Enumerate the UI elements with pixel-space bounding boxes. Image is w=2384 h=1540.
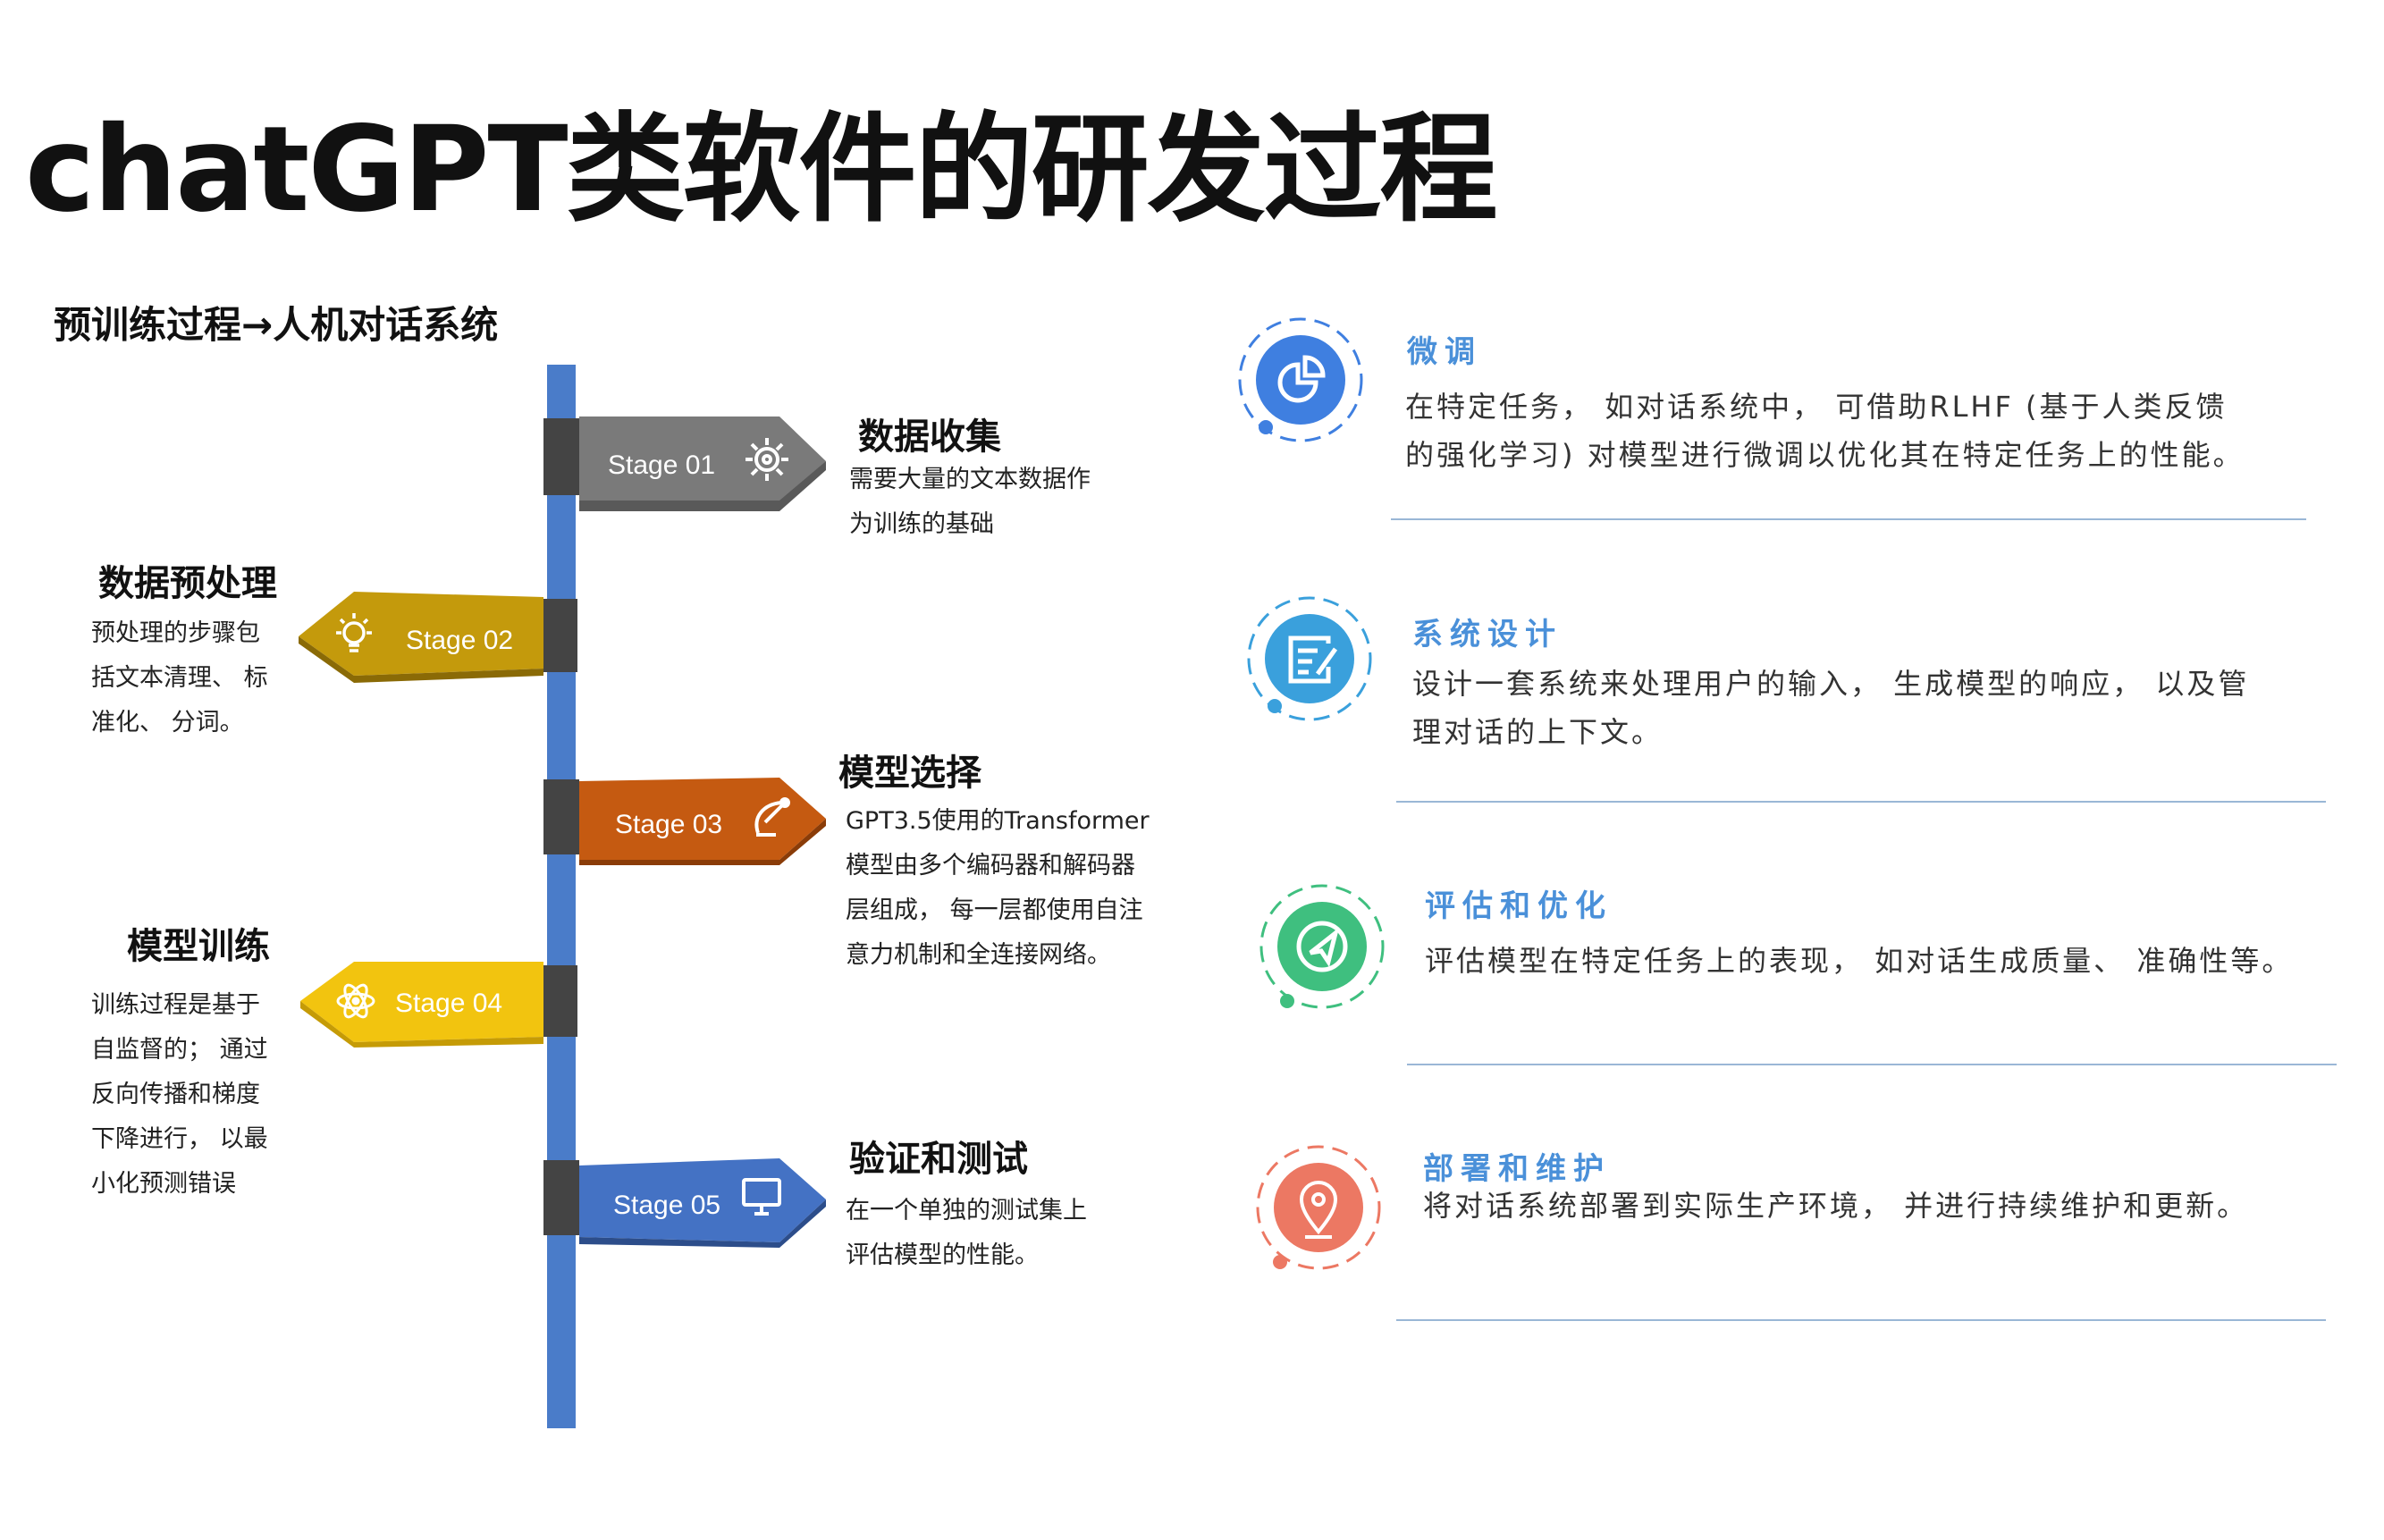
deploy-icon-badge: [1256, 1145, 1381, 1270]
fine-tuning-title: 微调: [1407, 334, 1482, 370]
stage-05-sign: Stage 05: [543, 1158, 826, 1248]
stage-03-title: 模型选择: [838, 753, 981, 794]
stage-02-label: Stage 02: [406, 626, 513, 655]
stage-01-label: Stage 01: [608, 450, 715, 480]
page-subtitle: 预训练过程→人机对话系统: [54, 303, 499, 347]
stage-02-sign: Stage 02: [299, 592, 577, 683]
stage-03-sign: Stage 03: [543, 778, 826, 865]
divider: [1396, 801, 2326, 803]
stage-04-sign: Stage 04: [300, 962, 577, 1048]
fine-tuning-desc: 在特定任务， 如对话系统中， 可借助RLHF (基于人类反馈的强化学习) 对模型…: [1405, 390, 2245, 472]
location-pin-icon: [1299, 1181, 1338, 1239]
deploy-title: 部署和维护: [1423, 1151, 1611, 1187]
divider: [1391, 518, 2306, 520]
stage-04-label: Stage 04: [395, 989, 502, 1018]
divider: [1407, 1064, 2337, 1065]
page-title: chatGPT类软件的研发过程: [25, 101, 1498, 239]
stage-02-desc: 预处理的步骤包括文本清理、 标准化、 分词。: [91, 619, 268, 736]
signpost-pole: [547, 365, 576, 1428]
signpost-diagram: Stage 01 Stage 02 Stage 03 Stage 04: [299, 365, 826, 1428]
atom-icon: [336, 983, 375, 1019]
stage-02-title: 数据预处理: [98, 563, 277, 604]
evaluate-title: 评估和优化: [1425, 888, 1613, 924]
system-design-desc: 设计一套系统来处理用户的输入， 生成模型的响应， 以及管理对话的上下文。: [1412, 667, 2250, 749]
stage-04-title: 模型训练: [127, 926, 270, 967]
lightbulb-icon: [336, 613, 372, 652]
stage-01-sign: Stage 01: [543, 417, 826, 511]
evaluate-icon-badge: [1259, 884, 1385, 1009]
stage-01-title: 数据收集: [858, 417, 1001, 458]
evaluate-desc: 评估模型在特定任务上的表现， 如对话生成质量、 准确性等。: [1425, 944, 2294, 978]
divider: [1396, 1319, 2326, 1321]
system-design-title: 系统设计: [1412, 617, 1563, 652]
gear-icon: [746, 438, 788, 481]
edit-document-icon: [1288, 635, 1338, 684]
system-design-icon-badge: [1247, 596, 1372, 721]
stage-03-label: Stage 03: [615, 810, 722, 839]
fine-tuning-icon-badge: [1238, 317, 1363, 442]
stage-05-title: 验证和测试: [849, 1139, 1028, 1180]
stage-05-label: Stage 05: [613, 1191, 720, 1220]
stage-01-desc: 需要大量的文本数据作为训练的基础: [849, 466, 1091, 538]
monitor-icon: [742, 1178, 781, 1216]
deploy-desc: 将对话系统部署到实际生产环境， 并进行持续维护和更新。: [1423, 1189, 2249, 1223]
pie-chart-icon: [1277, 355, 1326, 403]
send-icon: [1296, 921, 1348, 972]
satellite-icon: [754, 797, 790, 837]
stage-05-desc: 在一个单独的测试集上评估模型的性能。: [846, 1197, 1087, 1269]
stage-04-desc: 训练过程是基于自监督的； 通过反向传播和梯度下降进行， 以最小化预测错误: [91, 991, 268, 1198]
